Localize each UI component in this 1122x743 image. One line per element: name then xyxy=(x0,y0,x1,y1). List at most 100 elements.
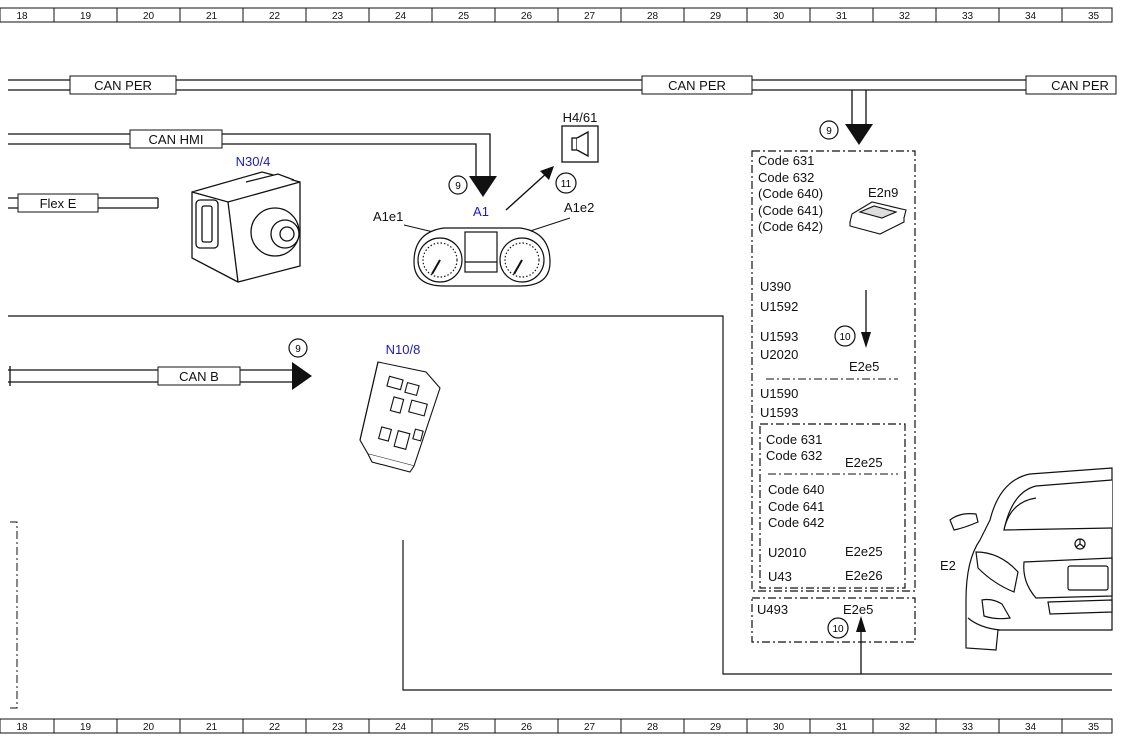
ruler-number: 33 xyxy=(962,11,974,22)
headlamp-module-icon xyxy=(849,201,907,235)
ruler-number: 21 xyxy=(206,11,218,22)
inner-code-641: Code 641 xyxy=(768,499,824,514)
inner-code-640: Code 640 xyxy=(768,482,824,497)
can-per-label-box-3 xyxy=(1025,75,1117,95)
speaker-arrow-head xyxy=(540,166,554,180)
thin-wire xyxy=(8,315,1112,675)
u2020: U2020 xyxy=(760,347,798,362)
can-per-label-3: CAN PER xyxy=(1051,78,1109,93)
lower-arrow-head xyxy=(856,616,866,632)
ruler-number: 22 xyxy=(269,11,281,22)
ruler-number: 33 xyxy=(962,722,974,733)
can-hmi-label: CAN HMI xyxy=(149,132,204,147)
marker-9-b: 9 xyxy=(448,175,468,195)
code-640-optional: (Code 640) xyxy=(758,186,823,201)
can-hmi-arrow xyxy=(469,176,497,197)
a1-label: A1 xyxy=(473,204,489,219)
e2-code-box xyxy=(751,150,916,592)
marker-10-b: 10 xyxy=(827,617,849,639)
u1590: U1590 xyxy=(760,386,798,401)
ruler-number: 34 xyxy=(1025,722,1037,733)
ruler-number: 34 xyxy=(1025,11,1037,22)
a1e2-label: A1e2 xyxy=(564,200,594,215)
inner-e2e25-a: E2e25 xyxy=(845,455,883,470)
inner-code-box xyxy=(759,423,906,589)
can-per-label-2: CAN PER xyxy=(668,78,726,93)
ruler-number: 32 xyxy=(899,722,911,733)
marker-11: 11 xyxy=(555,172,577,194)
ruler-number: 24 xyxy=(395,722,407,733)
ruler-number: 25 xyxy=(458,722,470,733)
can-per-arrow xyxy=(845,124,873,145)
ruler-number: 25 xyxy=(458,11,470,22)
svg-text:10: 10 xyxy=(832,624,844,635)
camera-icon xyxy=(191,171,301,283)
can-b-bus xyxy=(8,366,294,386)
ruler-number: 30 xyxy=(773,11,785,22)
svg-text:11: 11 xyxy=(561,179,572,190)
control-module-icon xyxy=(359,361,441,473)
ruler-number: 31 xyxy=(836,722,848,733)
ruler-number: 24 xyxy=(395,11,407,22)
ruler-number: 29 xyxy=(710,722,722,733)
svg-text:9: 9 xyxy=(455,181,461,192)
inner-code-642: Code 642 xyxy=(768,515,824,530)
ruler-number: 28 xyxy=(647,11,659,22)
ruler-number: 19 xyxy=(80,722,92,733)
can-per-label-box-2 xyxy=(641,75,753,95)
inner-u2010: U2010 xyxy=(768,545,806,560)
ruler-number: 21 xyxy=(206,722,218,733)
ruler-number: 35 xyxy=(1088,11,1100,22)
n10-8-label: N10/8 xyxy=(386,342,421,357)
e2-label: E2 xyxy=(940,558,956,573)
inner-code-631: Code 631 xyxy=(766,432,822,447)
can-b-arrow xyxy=(292,362,312,390)
car-front-icon xyxy=(949,467,1113,651)
ruler-number: 35 xyxy=(1088,722,1100,733)
ruler-number: 27 xyxy=(584,11,596,22)
can-hmi-label-box xyxy=(129,129,223,149)
e2e5-arrow-head xyxy=(861,332,871,348)
speaker-icon xyxy=(561,125,599,163)
inner-e2e25-b: E2e25 xyxy=(845,544,883,559)
h4-61-label: H4/61 xyxy=(563,110,598,125)
code-631: Code 631 xyxy=(758,153,814,168)
can-b-label: CAN B xyxy=(179,369,219,384)
ruler-number: 20 xyxy=(143,722,155,733)
marker-9-c: 9 xyxy=(288,338,308,358)
code-642-optional: (Code 642) xyxy=(758,219,823,234)
ruler-number: 23 xyxy=(332,722,344,733)
u1593: U1593 xyxy=(760,329,798,344)
lower-u493: U493 xyxy=(757,602,788,617)
speaker-arrow-line xyxy=(505,171,549,211)
ruler-number: 18 xyxy=(16,722,28,733)
lower-e2e5: E2e5 xyxy=(843,602,873,617)
ruler-number: 30 xyxy=(773,722,785,733)
a1e1-label: A1e1 xyxy=(373,209,403,224)
flex-e-label-box xyxy=(17,193,99,213)
u1592: U1592 xyxy=(760,299,798,314)
e2e5-label: E2e5 xyxy=(849,359,879,374)
instrument-cluster-icon xyxy=(413,227,551,287)
svg-text:9: 9 xyxy=(826,126,832,137)
marker-9-a: 9 xyxy=(819,120,839,140)
ruler-number: 32 xyxy=(899,11,911,22)
lower-code-box xyxy=(751,597,916,643)
ruler-number: 29 xyxy=(710,11,722,22)
n30-4-label: N30/4 xyxy=(236,154,271,169)
inner-e2e26: E2e26 xyxy=(845,568,883,583)
inner-code-632: Code 632 xyxy=(766,448,822,463)
ruler-number: 31 xyxy=(836,11,848,22)
can-per-bus xyxy=(8,79,1112,125)
ruler-number: 20 xyxy=(143,11,155,22)
thin-wire-2 xyxy=(402,540,1112,691)
ruler-number: 23 xyxy=(332,11,344,22)
can-b-label-box xyxy=(157,366,241,386)
marker-10-a: 10 xyxy=(834,325,856,347)
e2n9-label: E2n9 xyxy=(868,185,898,200)
u390: U390 xyxy=(760,279,791,294)
code-641-optional: (Code 641) xyxy=(758,203,823,218)
ruler-number: 19 xyxy=(80,11,92,22)
ruler-number: 18 xyxy=(16,11,28,22)
